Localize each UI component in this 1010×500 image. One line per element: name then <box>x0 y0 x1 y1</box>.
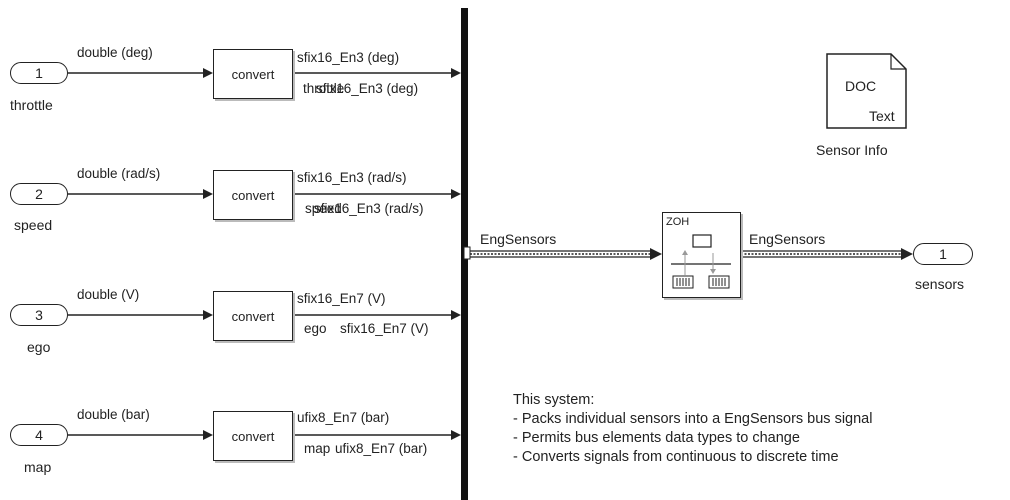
signal-type-label: sfix16_En7 (V) <box>297 291 386 306</box>
bus-element-name: ego <box>304 321 327 336</box>
bus-element-name: speed <box>305 201 342 216</box>
note-title: This system: <box>513 392 595 408</box>
convert-line-4[interactable] <box>293 430 461 440</box>
doc-block[interactable]: DOC Text <box>826 53 908 129</box>
block-label: convert <box>231 428 275 444</box>
inport-name: throttle <box>10 97 53 113</box>
convert-block-3[interactable]: convert <box>213 291 293 341</box>
bus-element-type: sfix16_En3 (rad/s) <box>314 201 424 216</box>
signal-type-label: double (bar) <box>77 407 150 422</box>
bus-output-port-icon <box>463 246 471 260</box>
convert-block-4[interactable]: convert <box>213 411 293 461</box>
bus-element-type: sfix16_En7 (V) <box>340 321 429 336</box>
document-icon <box>826 53 907 129</box>
bus-signal-label: EngSensors <box>480 231 557 247</box>
input-line-1[interactable] <box>68 68 213 78</box>
bus-signal-label: EngSensors <box>749 231 826 247</box>
signal-type-label: double (rad/s) <box>77 166 161 181</box>
convert-line-2[interactable] <box>293 189 461 199</box>
zoh-label: ZOH <box>666 216 690 228</box>
doc-block-caption: Sensor Info <box>816 142 888 158</box>
note-line: - Packs individual sensors into a EngSen… <box>513 411 873 427</box>
inport-name: speed <box>14 217 53 233</box>
bus-element-type: sfix16_En3 (deg) <box>316 81 419 96</box>
bus-line-to-zoh[interactable] <box>470 248 662 260</box>
signal-type-label: double (deg) <box>77 45 153 60</box>
doc-icon-label: DOC <box>845 78 877 94</box>
inport-2[interactable]: 2 <box>10 183 68 205</box>
note-line: - Converts signals from continuous to di… <box>513 449 839 465</box>
outport-number: 1 <box>939 246 947 262</box>
convert-line-1[interactable] <box>293 68 461 78</box>
inport-1[interactable]: 1 <box>10 62 68 84</box>
outport-name: sensors <box>915 276 965 292</box>
convert-block-2[interactable]: convert <box>213 170 293 220</box>
zoh-block[interactable]: ZOH <box>662 212 741 298</box>
inport-number: 3 <box>35 307 43 323</box>
inport-name: map <box>24 459 52 475</box>
inport-4[interactable]: 4 <box>10 424 68 446</box>
inport-number: 1 <box>35 65 43 81</box>
note-line: - Permits bus elements data types to cha… <box>513 430 800 446</box>
convert-line-3[interactable] <box>293 310 461 320</box>
bus-element-name: throttle <box>303 81 345 96</box>
input-line-4[interactable] <box>68 430 213 440</box>
block-label: convert <box>231 66 275 82</box>
signal-type-label: ufix8_En7 (bar) <box>297 410 390 425</box>
inport-3[interactable]: 3 <box>10 304 68 326</box>
signal-type-label: sfix16_En3 (deg) <box>297 50 400 65</box>
block-label: convert <box>231 187 275 203</box>
block-label: convert <box>231 308 275 324</box>
signal-type-label: sfix16_En3 (rad/s) <box>297 170 407 185</box>
convert-block-1[interactable]: convert <box>213 49 293 99</box>
rate-transition-icon <box>671 234 731 289</box>
outport-1[interactable]: 1 <box>913 243 973 265</box>
signal-type-label: double (V) <box>77 287 140 302</box>
bus-element-type: ufix8_En7 (bar) <box>335 441 428 456</box>
inport-name: ego <box>27 339 51 355</box>
input-line-3[interactable] <box>68 310 213 320</box>
bus-element-name: map <box>304 441 331 456</box>
inport-number: 2 <box>35 186 43 202</box>
annotation-note: This system: - Packs individual sensors … <box>513 391 872 467</box>
bus-line-to-output[interactable] <box>741 248 913 260</box>
input-line-2[interactable] <box>68 189 213 199</box>
doc-icon-label: Text <box>869 108 895 124</box>
inport-number: 4 <box>35 427 43 443</box>
